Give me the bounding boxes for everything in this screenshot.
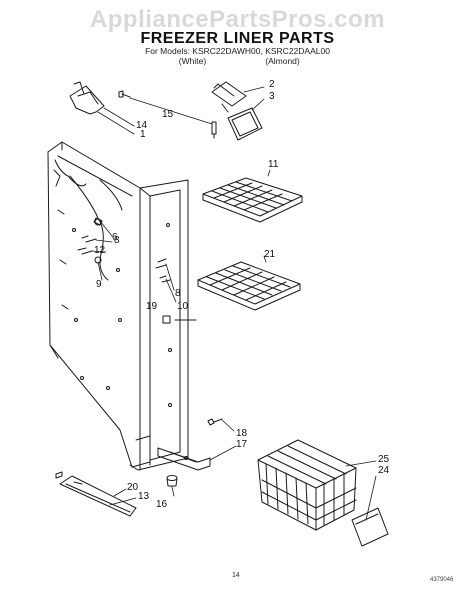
label-part-20: 20	[127, 482, 139, 493]
leader-lines	[91, 86, 377, 521]
color-white: (White)	[178, 56, 207, 66]
color-almond: (Almond)	[265, 56, 300, 66]
page-title: FREEZER LINER PARTS	[140, 30, 335, 47]
label-part-10: 10	[177, 301, 189, 312]
label-part-1: 1	[140, 129, 146, 140]
label-part-9: 9	[96, 279, 102, 290]
wire-shelf-11	[202, 177, 303, 223]
part-24-panel	[351, 507, 389, 547]
label-part-3: 3	[269, 91, 275, 102]
label-part-8-right: 8	[175, 288, 181, 299]
document-code: 4379046	[430, 577, 454, 583]
page-number: 14	[232, 572, 240, 579]
models-line: For Models: KSRC22DAWH00, KSRC22DAAL00	[145, 46, 330, 56]
label-part-19: 19	[146, 301, 158, 312]
label-part-12: 12	[94, 245, 106, 256]
wire-shelf-21	[197, 261, 301, 311]
label-part-11: 11	[268, 159, 279, 170]
label-part-14: 14	[136, 120, 148, 131]
freezer-liner	[47, 141, 189, 471]
label-part-15: 15	[162, 109, 174, 120]
label-part-8-left: 8	[114, 235, 120, 246]
part-14-bracket	[69, 81, 105, 115]
liner-fasteners	[77, 217, 197, 324]
label-part-21: 21	[264, 249, 276, 260]
part-13-rail	[55, 471, 137, 517]
basket-25	[257, 439, 357, 531]
part-15-screws	[118, 90, 217, 139]
label-part-17: 17	[236, 439, 248, 450]
part-17-strip	[157, 447, 211, 471]
label-part-18: 18	[236, 428, 248, 439]
label-part-16: 16	[156, 499, 168, 510]
label-part-25: 25	[378, 454, 390, 465]
part-18-screw	[207, 418, 223, 426]
part-2-bracket	[211, 81, 247, 113]
part-3-shield	[227, 107, 263, 141]
part-16-plug	[166, 475, 178, 487]
model-subtitle: For Models: KSRC22DAWH00, KSRC22DAAL00 (…	[0, 46, 475, 66]
watermark: AppliancePartsPros.com	[89, 6, 386, 33]
label-part-24: 24	[378, 465, 390, 476]
label-part-6: 6	[112, 232, 118, 243]
color-row: (White) (Almond)	[0, 56, 475, 66]
label-part-2: 2	[269, 79, 275, 90]
label-part-13: 13	[138, 491, 150, 502]
